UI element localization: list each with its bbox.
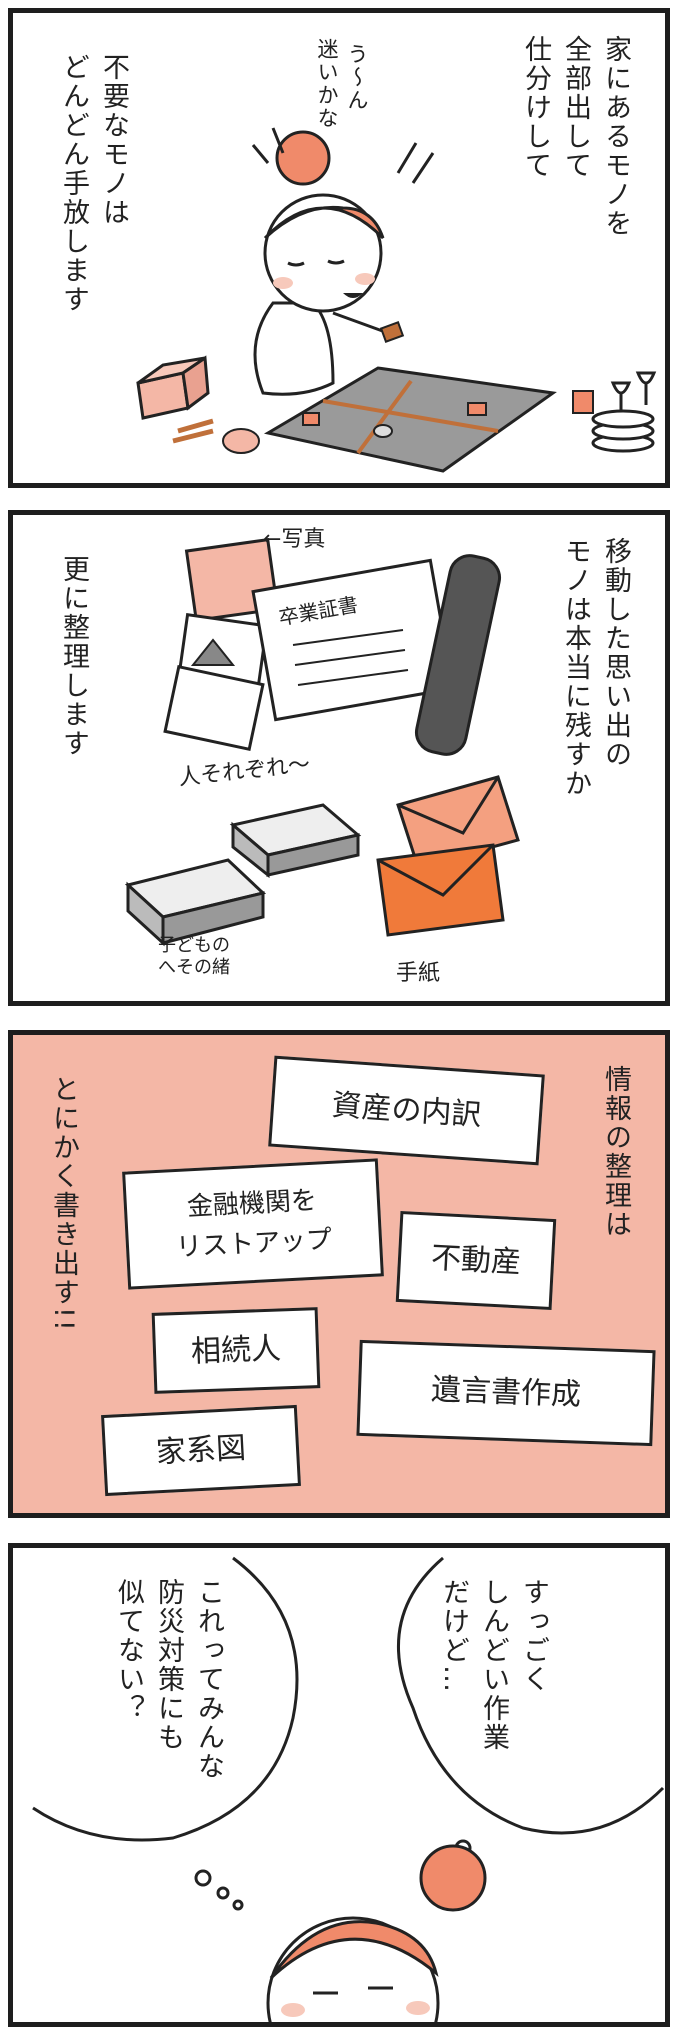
sigh-text: う〜ん [345,43,369,112]
card-heirs: 相続人 [151,1307,321,1394]
thought-text: 迷いかな [315,38,339,130]
card-assets: 資産の内訳 [268,1055,545,1166]
panel-thought: すっごく しんどい作業 だけど… これってみんな 防災対策にも 似てない？ [8,1543,670,2027]
card-family-tree: 家系図 [101,1404,301,1497]
sorting-illustration [136,127,657,473]
label-umbilical: 子どもの へその緒 [158,935,230,978]
panel-info: 情報の整理は とにかく書き出す!! 資産の内訳 金融機関を リストアップ 不動産… [8,1030,670,1518]
card-realestate: 不動産 [395,1210,557,1311]
label-letters: 手紙 [396,961,441,986]
narration-right: 移動した思い出の モノは本当に残すか [560,537,631,798]
panel-sorting: 家にあるモノを 全部出して 仕分けして 不要なモノは どんどん手放します 迷いか… [8,8,670,488]
narration-left: とにかく書き出す!! [48,1075,79,1333]
label-photos: ←写真 [263,527,326,552]
thought-right: すっごく しんどい作業 だけど… [438,1578,549,1752]
memories-illustration [124,537,520,947]
panel-memories: 移動した思い出の モノは本当に残すか 更に整理します ←写真 卒業証書 人それぞ… [8,510,670,1006]
card-banks: 金融機関を リストアップ [122,1158,384,1290]
narration-left: 更に整理します [58,555,89,758]
card-will: 遺言書作成 [356,1339,656,1447]
thought-illustration [32,1556,665,2022]
thought-left: これってみんな 防災対策にも 似てない？ [113,1578,224,1781]
narration-left: 不要なモノは どんどん手放します [58,53,129,314]
narration-right: 情報の整理は [600,1065,631,1239]
narration-right: 家にあるモノを 全部出して 仕分けして [520,35,631,238]
